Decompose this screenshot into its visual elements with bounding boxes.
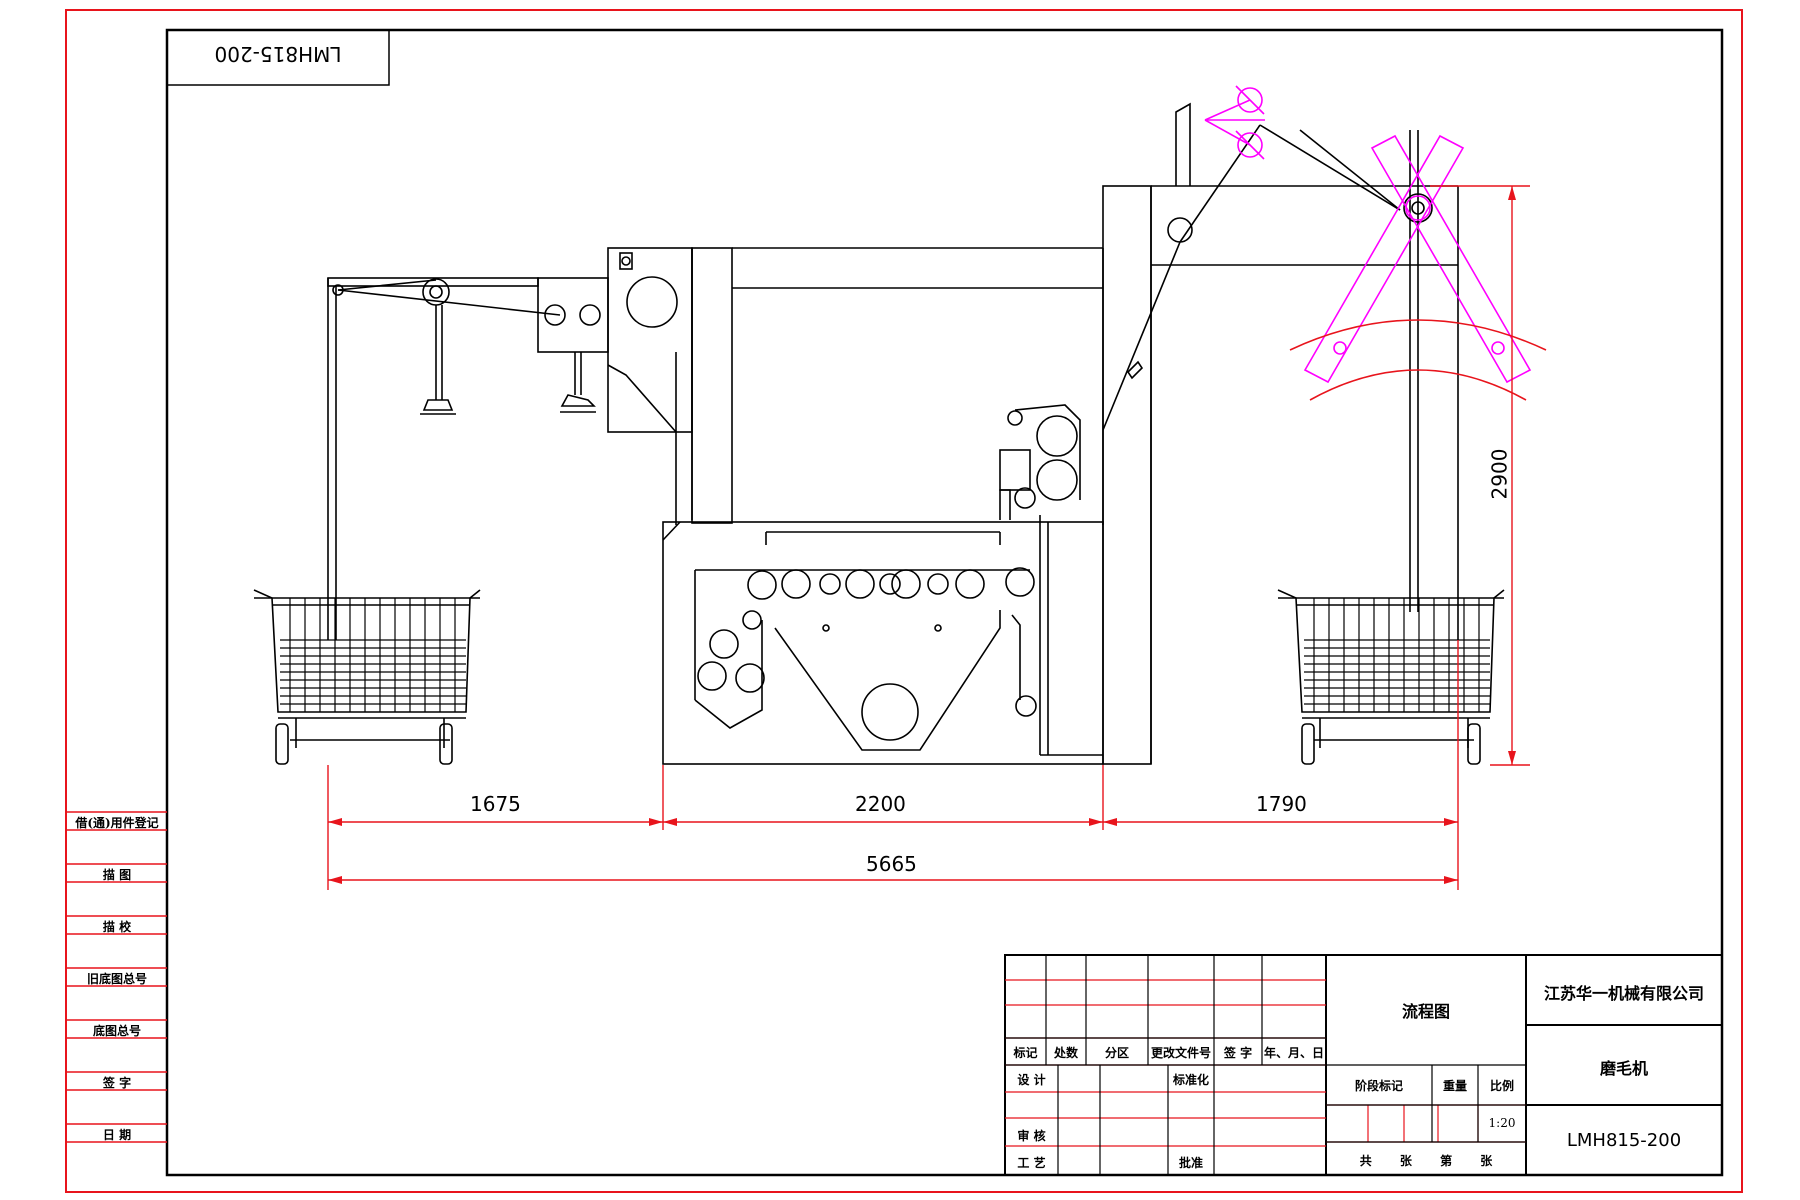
upper-housing (607, 247, 1104, 525)
left-feed-frame (327, 277, 609, 640)
dimension-1675: 1675 (470, 792, 521, 816)
tb-company: 江苏华一机械有限公司 (1543, 984, 1704, 1003)
tb-scale-value: 1:20 (1488, 1116, 1516, 1130)
magenta-swing-arm (1204, 85, 1532, 384)
tb-header-signature: 签 字 (1223, 1046, 1253, 1060)
mirrored-drawing-code: LMH815-200 (214, 42, 342, 66)
main-body (662, 404, 1104, 765)
machine-schematic (253, 102, 1505, 765)
tb-standardize: 标准化 (1172, 1073, 1209, 1087)
side-label-master-no: 底图总号 (92, 1024, 141, 1038)
title-block-grid (1004, 954, 1723, 1176)
tb-header-date: 年、月、日 (1263, 1046, 1324, 1060)
dimension-2900: 2900 (1487, 448, 1512, 500)
tb-weight: 重量 (1442, 1079, 1467, 1093)
tb-header-change-doc: 更改文件号 (1150, 1046, 1211, 1060)
side-label-trace-check: 描 校 (102, 920, 132, 934)
tb-header-zone: 分区 (1104, 1046, 1129, 1060)
tb-stage-mark: 阶段标记 (1354, 1079, 1403, 1093)
code-box (166, 29, 390, 86)
tb-approve: 批准 (1178, 1156, 1203, 1170)
side-label-date: 日 期 (102, 1128, 132, 1142)
left-cart (253, 589, 481, 765)
right-frame (1102, 102, 1459, 765)
side-label-old-master-no: 旧底图总号 (86, 972, 147, 986)
side-label-borrowed-parts: 借(通)用件登记 (75, 816, 159, 830)
tb-product: 磨毛机 (1599, 1059, 1648, 1078)
swing-arcs (1289, 319, 1547, 401)
tb-process: 工 艺 (1017, 1156, 1046, 1170)
tb-design: 设 计 (1017, 1073, 1046, 1087)
tb-header-count: 处数 (1053, 1046, 1078, 1060)
dimension-5665: 5665 (866, 852, 917, 876)
tb-code: LMH815-200 (1566, 1130, 1682, 1151)
side-label-signature: 签 字 (102, 1076, 132, 1090)
inner-frame (165, 28, 1724, 1177)
tb-drawing-name: 流程图 (1401, 1002, 1450, 1021)
dimension-2200: 2200 (855, 792, 906, 816)
tb-sheet-info: 共 张 第 张 (1359, 1154, 1493, 1168)
dimension-1790: 1790 (1256, 792, 1307, 816)
outer-frame (65, 9, 1743, 1193)
tb-review: 审 核 (1017, 1129, 1046, 1143)
side-label-tracing: 描 图 (102, 868, 132, 882)
tb-scale-label: 比例 (1489, 1079, 1514, 1093)
side-column-grid (66, 811, 167, 1143)
dimension-lines (327, 185, 1530, 890)
right-cart (1277, 589, 1505, 765)
tb-header-mark: 标记 (1013, 1046, 1038, 1060)
